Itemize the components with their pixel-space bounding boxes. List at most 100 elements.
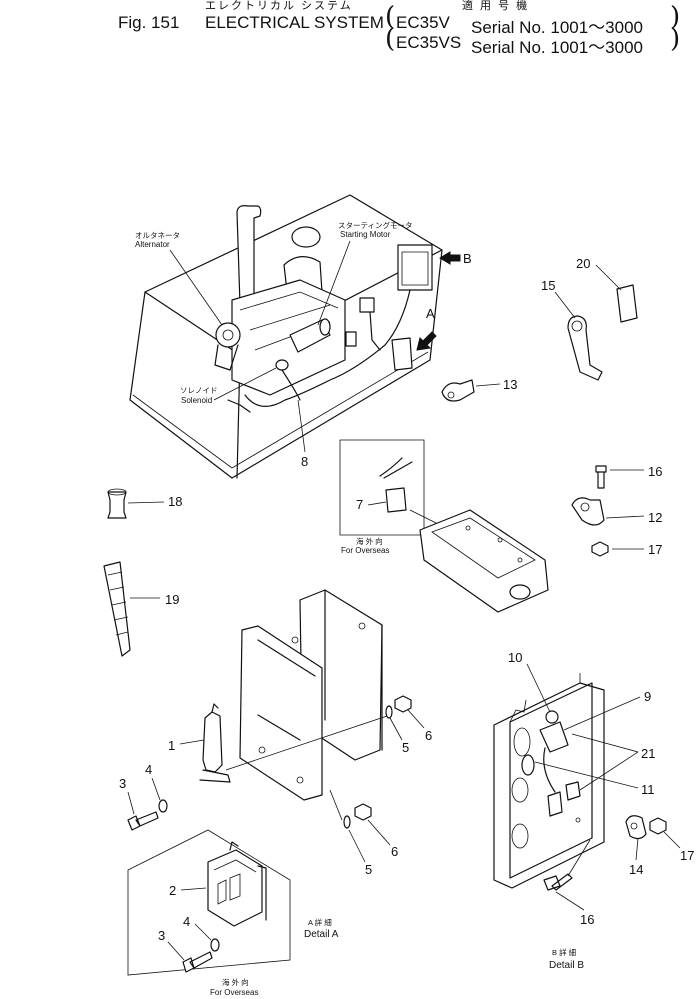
callout-6-upper: 6 (425, 728, 432, 743)
detail-a-label: Detail A (304, 929, 339, 940)
callout-4-lower-leader (194, 923, 212, 941)
part-16-bolt (595, 465, 607, 489)
callout-3-upper: 3 (119, 776, 126, 791)
callout-14-leader (635, 837, 639, 861)
alternator-label-jp: オルタネータ (135, 231, 180, 240)
callout-16-lower: 16 (580, 912, 594, 927)
arrow-a-label: A (426, 306, 435, 321)
callout-19: 19 (165, 592, 179, 607)
starting-motor-end (319, 318, 331, 336)
callout-21: 21 (641, 746, 655, 761)
bracket-hole-1 (291, 636, 299, 644)
callout-6-upper-leader (407, 709, 425, 729)
part-1-mount (199, 703, 231, 783)
callout-3-lower: 3 (158, 928, 165, 943)
callout-12-leader (605, 515, 645, 519)
serial-ec35vs: Serial No. 1001～3000 (471, 38, 644, 57)
part-12-hole (580, 502, 590, 512)
figure-title: ELECTRICAL SYSTEM (205, 13, 384, 32)
panel-component-11 (521, 754, 535, 776)
part-16-bolt-detail-b (543, 873, 573, 891)
solenoid-label: Solenoid (181, 396, 212, 405)
part-17-nut (591, 541, 609, 557)
overseas-inset-frame (339, 439, 425, 536)
part-7-switch (385, 487, 407, 513)
part-19-ribs (107, 571, 129, 636)
part-1-horn (202, 711, 223, 773)
alternator-leader (169, 249, 223, 326)
callout-17-upper: 17 (648, 542, 662, 557)
floor-plate (419, 509, 549, 613)
callout-10: 10 (508, 650, 522, 665)
part-19-cable-tie (103, 561, 131, 657)
side-panel (397, 244, 433, 291)
figure-number: Fig. 151 (118, 13, 180, 32)
view-arrow-a (416, 331, 437, 351)
panel-connector (547, 791, 563, 817)
callout-15-leader (554, 291, 576, 319)
panel-cutout-2 (511, 777, 529, 803)
callout-5-lower-leader (348, 829, 366, 863)
callout-4-lower: 4 (183, 914, 190, 929)
callout-12: 12 (648, 510, 662, 525)
starting-motor-leader (317, 240, 351, 326)
model-ec35vs: EC35VS (396, 33, 462, 52)
part-14-clip (625, 815, 647, 840)
callout-16-upper: 16 (648, 464, 662, 479)
panel-bolt-hole (575, 817, 581, 823)
callout-11: 11 (641, 782, 655, 797)
detail-b-panel-face (509, 682, 593, 879)
part-5-washer-lower (343, 815, 351, 829)
alternator-pulley (222, 329, 234, 341)
relay-box (359, 297, 375, 313)
exhaust-pipe (236, 205, 262, 306)
alternator (215, 322, 241, 348)
panel-cutout-1 (513, 727, 531, 757)
harness-clamp (227, 399, 251, 413)
callout-1: 1 (168, 738, 175, 753)
fuse-box (345, 331, 357, 347)
detail-a-label-jp: A 詳 細 (308, 917, 332, 927)
callout-5-upper-leader (389, 717, 403, 741)
overseas2-label-jp: 海 外 向 (222, 977, 249, 987)
serial-ec35v: Serial No. 1001～3000 (471, 18, 644, 37)
callout-6-lower: 6 (391, 844, 398, 859)
bolt-axis-line (225, 714, 391, 771)
part-14-hole (630, 822, 638, 830)
callout-8-leader (297, 399, 306, 453)
callout-16-lower-leader (555, 891, 585, 911)
detail-b-panel-tabs (509, 673, 581, 723)
part-20-label-plate (616, 284, 638, 323)
starting-motor-label: Starting Motor (340, 230, 391, 239)
callout-6-lower-leader (367, 819, 391, 846)
panel-wire (543, 747, 556, 793)
alternator-bracket (214, 344, 239, 371)
part-4-washer-inset (210, 938, 220, 952)
callout-7: 7 (356, 497, 363, 512)
overseas-label: For Overseas (341, 546, 389, 555)
lower-axis-line (329, 789, 343, 821)
mounting-bracket-front (239, 625, 323, 801)
callout-5-upper: 5 (402, 740, 409, 755)
solenoid (275, 359, 289, 371)
panel-switch-9 (539, 721, 569, 753)
solenoid-label-jp: ソレノイド (180, 386, 218, 395)
relay-wire (369, 311, 381, 351)
engine-cover-assembly (129, 194, 461, 479)
part-6-nut-upper (394, 695, 412, 713)
arrow-b-label: B (463, 251, 472, 266)
callout-14: 14 (629, 862, 643, 877)
overseas-label-jp: 海 外 向 (356, 536, 383, 546)
inset-to-plate-line (409, 509, 441, 526)
part-5-washer-upper (385, 705, 393, 719)
title-jp: エレクトリカル システム (205, 0, 353, 12)
detail-b-bolt-axis (567, 839, 591, 877)
plate-bolt-2 (497, 537, 503, 543)
part-18-grommet (107, 491, 127, 519)
model-ec35v: EC35V (396, 13, 450, 32)
side-panel-inner (401, 251, 429, 286)
callout-15: 15 (541, 278, 555, 293)
bracket-hole-4 (258, 746, 266, 754)
callout-17-lower: 17 (680, 848, 694, 863)
part-6-nut-lower (354, 803, 372, 821)
